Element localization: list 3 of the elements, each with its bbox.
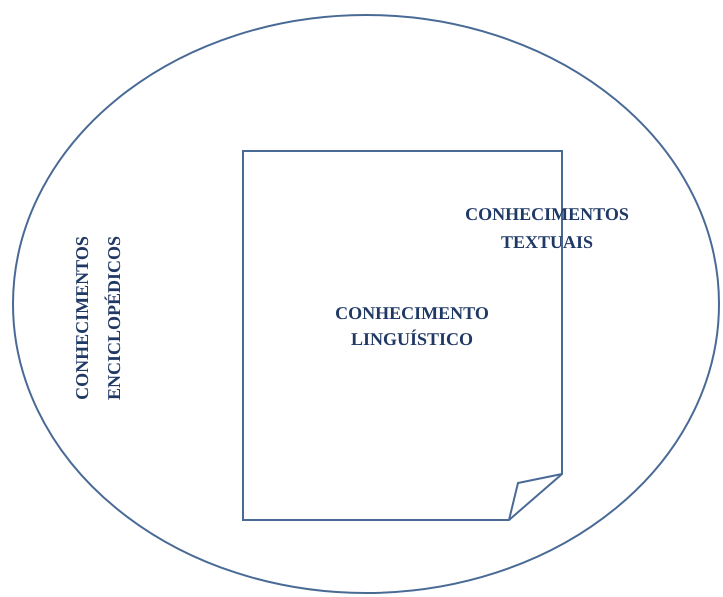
vertical-label: CONHECIMENTOS ENCICLOPÉDICOS — [71, 234, 125, 402]
ellipse — [12, 14, 720, 594]
node-label: CONHECIMENTO LINGUÍSTICO — [334, 302, 490, 351]
